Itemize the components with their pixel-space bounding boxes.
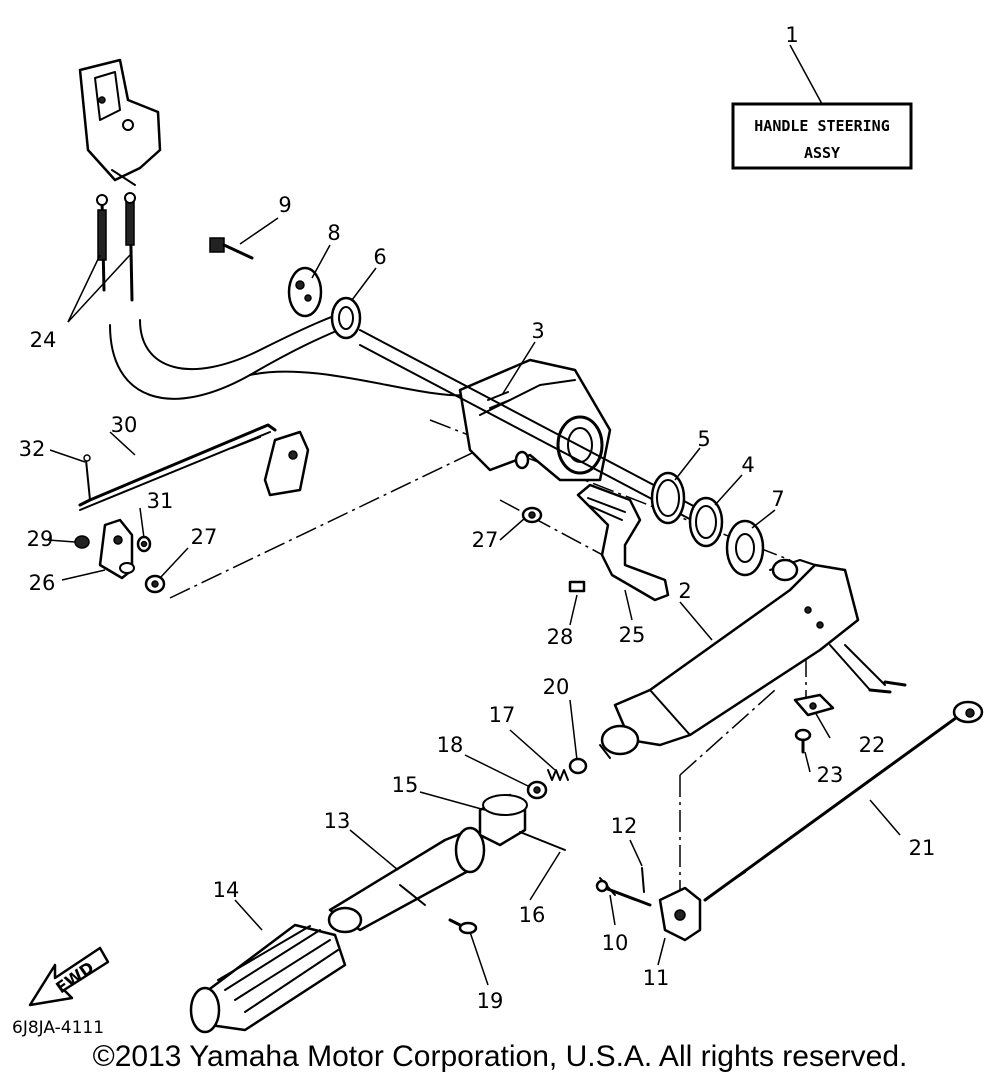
grip-14: [189, 923, 347, 1034]
callout-11: 11: [643, 966, 670, 990]
steering-bracket-3: [458, 358, 612, 482]
cap-20: [568, 757, 588, 775]
copyright-notice: ©2013 Yamaha Motor Corporation, U.S.A. A…: [92, 1040, 908, 1073]
callout-13: 13: [324, 809, 351, 833]
bushing-7: [725, 519, 765, 577]
assembly-title-line2: ASSY: [804, 144, 840, 162]
collar-15: [478, 793, 528, 847]
callout-24: 24: [30, 328, 57, 352]
callout-7: 7: [771, 487, 784, 511]
link-joint: [231, 430, 310, 497]
fwd-direction-arrow: FWD: [28, 946, 110, 1007]
callout-21: 21: [909, 836, 936, 860]
callout-20: 20: [543, 675, 570, 699]
pin-28: [568, 580, 586, 593]
callout-17: 17: [489, 703, 516, 727]
callout-30: 30: [111, 413, 138, 437]
cable-bracket: [78, 58, 162, 186]
callout-12: 12: [611, 814, 638, 838]
callout-26: 26: [29, 571, 56, 595]
callout-8: 8: [327, 221, 340, 245]
callout-19: 19: [477, 989, 504, 1013]
cotter-pin-32: [83, 454, 91, 501]
callout-27-right: 27: [472, 528, 499, 552]
pin-16: [519, 831, 566, 851]
callout-31: 31: [147, 489, 174, 513]
wave-washer-5: [650, 471, 686, 525]
callout-6: 6: [373, 245, 386, 269]
link-rod-30: [78, 423, 277, 511]
callout-9: 9: [278, 193, 291, 217]
callout-14: 14: [213, 878, 240, 902]
callout-15: 15: [392, 773, 419, 797]
plate-22: [793, 693, 835, 717]
steering-handle-2: [599, 558, 907, 759]
screw-19: [448, 918, 478, 935]
lever-26: [98, 518, 135, 580]
leader-lines: [47, 44, 901, 986]
bushing-27-left: [144, 574, 166, 594]
callout-4: 4: [741, 453, 754, 477]
throttle-cables: [96, 192, 471, 400]
callout-22: 22: [859, 733, 886, 757]
callout-10: 10: [602, 931, 629, 955]
callout-28: 28: [547, 625, 574, 649]
throttle-cable-21: [703, 700, 984, 902]
callout-27-left: 27: [191, 525, 218, 549]
assembly-title-line1: HANDLE STEERING: [754, 117, 889, 135]
callout-numbers: 1 2 3 4 5 6 7 8 9 10 11 12 13 14 15 16 1…: [19, 23, 936, 1013]
exploded-parts-diagram: HANDLE STEERING ASSY: [12, 23, 984, 1038]
washer-31: [136, 535, 152, 553]
throttle-shaft-13: [327, 826, 486, 934]
bolt-9: [209, 237, 254, 260]
callout-32: 32: [19, 437, 46, 461]
pin-12: [641, 867, 645, 893]
callout-29: 29: [27, 527, 54, 551]
callout-3: 3: [531, 319, 544, 343]
assembly-title-box: HANDLE STEERING ASSY: [731, 102, 913, 170]
callout-25: 25: [619, 623, 646, 647]
washer-18: [526, 780, 548, 800]
diagram-code: 6J8JA-4111: [12, 1018, 104, 1038]
washer-6: [330, 296, 362, 340]
spring-17: [547, 769, 569, 781]
bushing-27-right: [521, 506, 543, 524]
callout-16: 16: [519, 903, 546, 927]
washer-4: [688, 496, 724, 548]
callout-18: 18: [437, 733, 464, 757]
friction-lever-25: [576, 483, 670, 602]
cable-holder-11: [658, 886, 702, 942]
nut-29: [74, 535, 90, 549]
plate-8: [287, 266, 323, 318]
callout-5: 5: [697, 427, 710, 451]
callout-2: 2: [678, 579, 691, 603]
callout-1: 1: [785, 23, 798, 47]
wing-screw-10: [595, 877, 652, 907]
screw-23: [794, 728, 812, 754]
callout-23: 23: [817, 763, 844, 787]
